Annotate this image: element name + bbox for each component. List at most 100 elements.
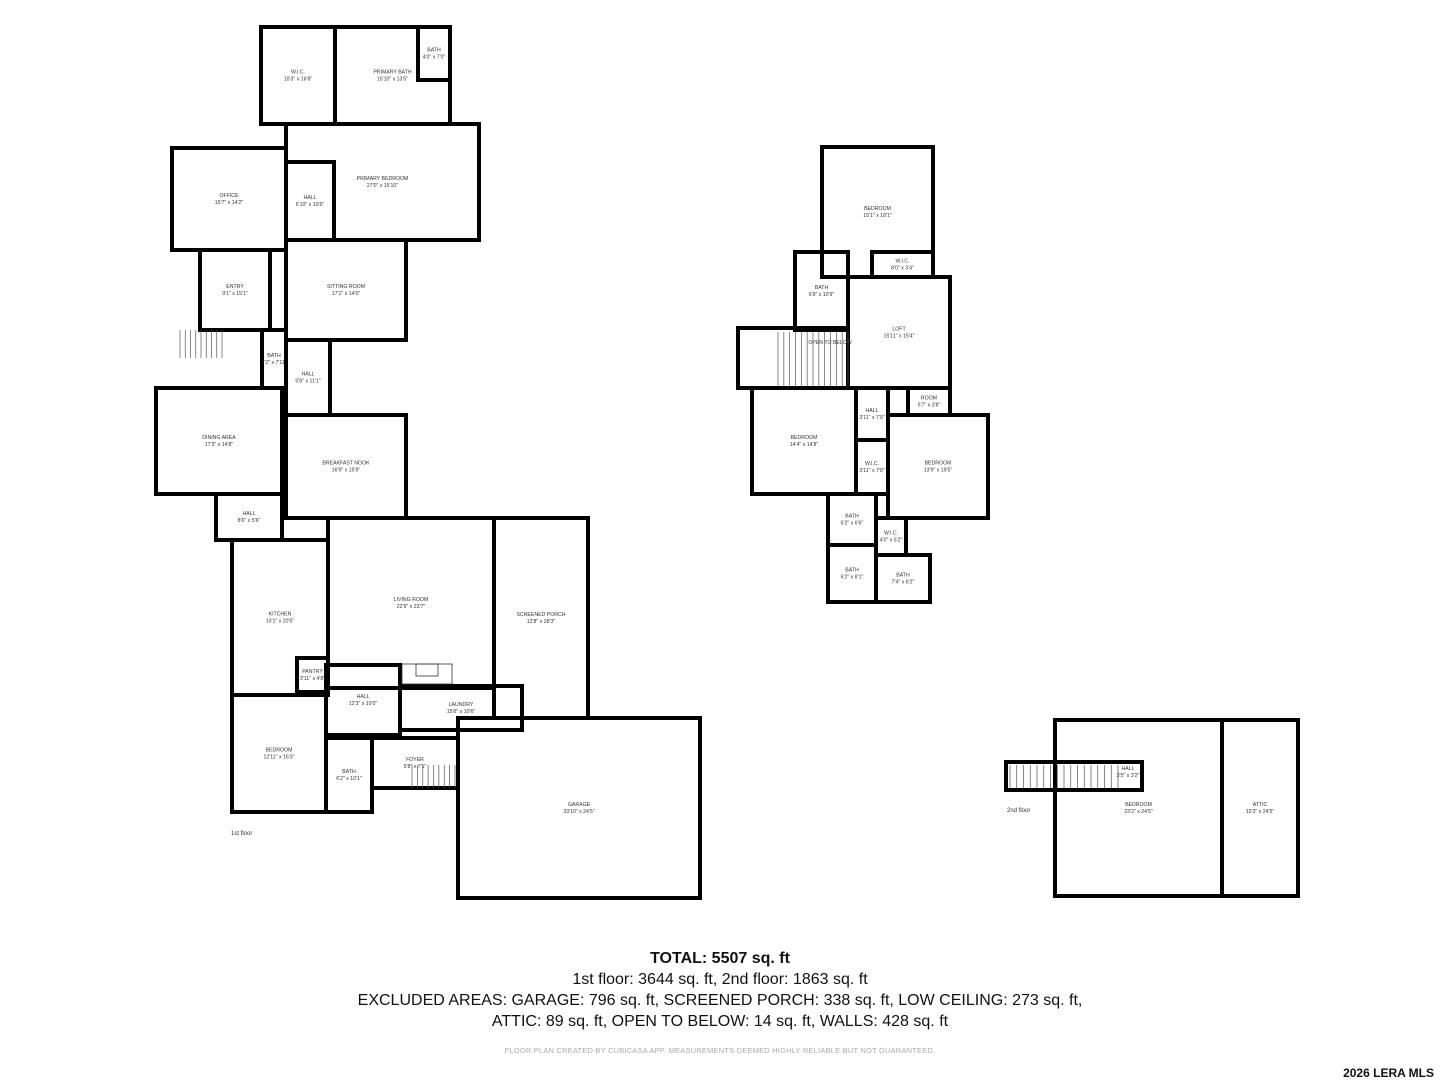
room-name: LIVING ROOM xyxy=(394,597,429,603)
room-dimensions: 3'11" x 7'0" xyxy=(859,468,884,474)
room-walls xyxy=(284,413,408,520)
excluded-areas-line-2: ATTIC: 89 sq. ft, OPEN TO BELOW: 14 sq. … xyxy=(491,1013,949,1030)
room-name: ENTRY xyxy=(226,284,244,290)
room-walls xyxy=(170,146,288,252)
room-walls xyxy=(284,338,332,417)
room-name: PRIMARY BATH xyxy=(373,70,412,76)
room-dimensions: 16'9" x 15'9" xyxy=(332,468,361,474)
fireplace xyxy=(401,663,453,685)
room-walls xyxy=(906,386,952,417)
room-walls xyxy=(370,736,460,790)
room-dimensions: 12'8" x 28'3" xyxy=(527,619,556,625)
room-walls xyxy=(1220,718,1300,898)
room-dimensions: 3'5" x 3'2" xyxy=(1117,773,1140,779)
room-name: BATH xyxy=(896,573,910,579)
room-name: FOYER xyxy=(406,757,424,763)
room: W.I.C.4'0" x 5'2" xyxy=(874,516,908,557)
room-walls xyxy=(198,248,272,332)
disclaimer: FLOOR PLAN CREATED BY CUBICASA APP. MEAS… xyxy=(504,1046,936,1055)
room-walls xyxy=(750,386,858,496)
room-name: LAUNDRY xyxy=(449,702,474,708)
area-summary: TOTAL: 5507 sq. ft 1st floor: 3644 sq. f… xyxy=(0,948,1440,1055)
room-dimensions: 5'7" x 3'8" xyxy=(918,403,941,409)
room-walls xyxy=(854,438,890,496)
room-name: KITCHEN xyxy=(269,612,292,618)
room-dimensions: 12'3" x 10'0" xyxy=(349,701,378,707)
room-walls xyxy=(260,328,288,390)
room-name: GARAGE xyxy=(568,802,591,808)
room-walls xyxy=(456,716,702,900)
room-dimensions: 13'1" x 20'5" xyxy=(266,619,295,625)
room-name: W.I.C. xyxy=(895,259,909,265)
room-walls xyxy=(154,386,284,496)
room-name: HALL xyxy=(302,372,315,378)
room-name: OFFICE xyxy=(219,193,239,199)
room-name: BATH xyxy=(845,514,859,520)
room-name: PANTRY xyxy=(302,669,323,675)
staircase-first-floor xyxy=(179,330,456,788)
room-dimensions: 6'9" x 10'9" xyxy=(809,292,835,298)
room-walls xyxy=(416,25,452,82)
room-dimensions: 5'8" x 7'1" xyxy=(404,764,427,770)
room-dimensions: 17'1" x 14'0" xyxy=(332,291,361,297)
room-name: DINING AREA xyxy=(202,435,236,441)
floor-areas: 1st floor: 3644 sq. ft, 2nd floor: 1863 … xyxy=(572,971,868,988)
room-dimensions: 8'6" x 5'6" xyxy=(238,518,261,524)
room-name: HALL xyxy=(866,408,879,414)
total-area: TOTAL: 5507 sq. ft xyxy=(650,950,790,967)
room-name: OPEN TO BELOW xyxy=(808,340,851,346)
room-name: SITTING ROOM xyxy=(327,284,365,290)
room-dimensions: 6'2" x 10'1" xyxy=(336,776,362,782)
room-dimensions: 7'2" x 7'11" xyxy=(261,360,286,366)
room-dimensions: 7'4" x 6'2" xyxy=(892,580,915,586)
room-walls xyxy=(874,516,908,557)
room-name: W.I.C. xyxy=(291,70,305,76)
room: W.I.C.3'11" x 7'0" xyxy=(854,438,890,496)
room-name: W.I.C. xyxy=(865,461,879,467)
room-name: BEDROOM xyxy=(791,435,818,441)
room-name: BATH xyxy=(267,353,281,359)
room-walls xyxy=(284,238,408,342)
room-walls xyxy=(326,516,496,690)
room-dimensions: 10'3" x 16'8" xyxy=(284,77,313,83)
room-name: W.I.C. xyxy=(884,531,898,537)
room-name: PRIMARY BEDROOM xyxy=(357,176,409,182)
room-name: SCREENED PORCH xyxy=(516,612,565,618)
room-walls xyxy=(214,492,284,542)
room-name: BEDROOM xyxy=(1125,802,1152,808)
room-walls xyxy=(398,684,524,732)
room-dimensions: 15'11" x 15'4" xyxy=(884,334,915,340)
room-walls xyxy=(1004,760,1144,792)
room-name: BEDROOM xyxy=(864,206,891,212)
room-walls xyxy=(820,145,935,279)
room-dimensions: 33'10" x 24'5" xyxy=(563,809,594,815)
staircase-second-floor xyxy=(777,332,849,386)
room-dimensions: 22'9" x 23'7" xyxy=(397,604,426,610)
room-name: BATH xyxy=(342,769,356,775)
room-walls xyxy=(333,25,452,126)
room-walls xyxy=(284,160,336,242)
room: W.I.C.10'3" x 16'8" xyxy=(259,25,337,126)
room-walls xyxy=(295,656,330,694)
room-dimensions: 17'3" x 14'8" xyxy=(205,442,234,448)
